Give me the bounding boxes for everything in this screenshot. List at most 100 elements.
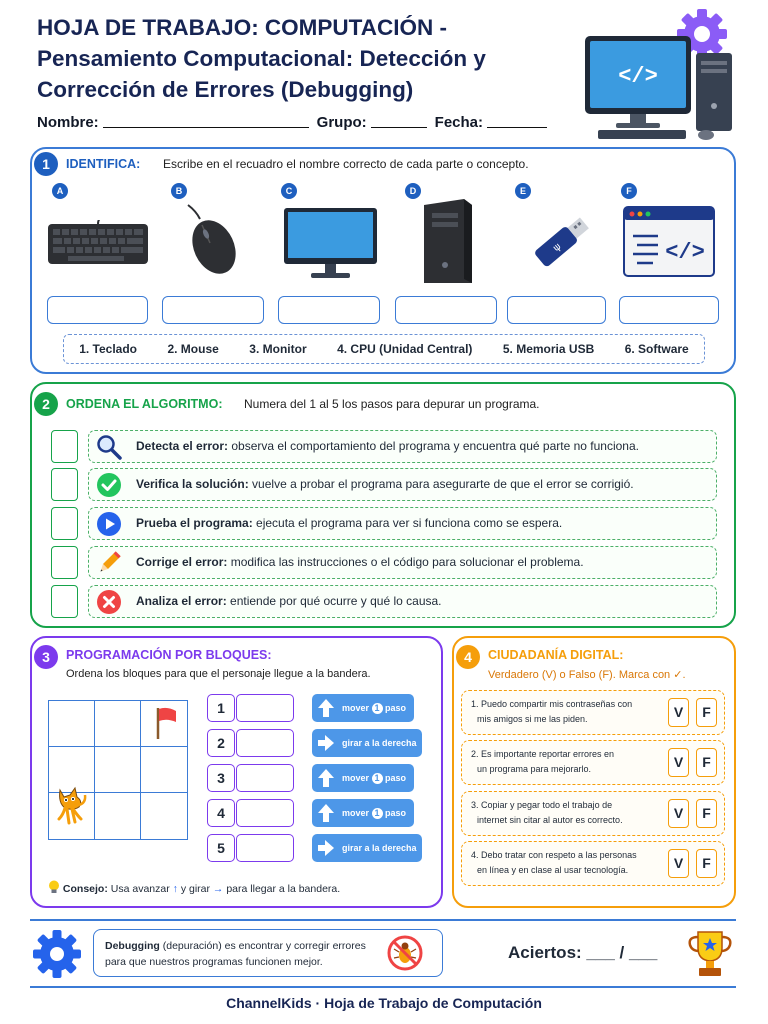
date-label: Fecha: (434, 114, 484, 131)
group-field[interactable] (370, 127, 427, 128)
student-info-row: Nombre:Grupo:Fecha: (37, 114, 567, 131)
step-order-box[interactable] (51, 585, 78, 618)
step-text: Prueba el programa: ejecuta el programa … (136, 508, 562, 539)
block-order-number: 3 (207, 764, 235, 792)
true-option[interactable]: V (668, 748, 689, 777)
arrow-right-icon: → (212, 883, 224, 895)
word-bank-item: 1. Teclado (79, 342, 138, 356)
step-text: Analiza el error: entiende por qué ocurr… (136, 586, 442, 617)
block-answer-slot[interactable] (236, 694, 294, 722)
section-2-instructions: Numera del 1 al 5 los pasos para depurar… (244, 397, 540, 411)
software-window-icon: </> (623, 206, 715, 277)
move-block[interactable]: mover 1 paso (312, 764, 414, 792)
turn-block[interactable]: girar a la derecha (312, 834, 422, 862)
cpu-tower-icon (424, 199, 472, 283)
answer-box-a[interactable] (47, 296, 148, 324)
step-description: vuelve a probar el programa para asegura… (248, 477, 634, 491)
word-bank-item: 5. Memoria USB (502, 342, 595, 356)
title-line-1: HOJA DE TRABAJO: COMPUTACIÓN - (37, 15, 447, 40)
step-order-box[interactable] (51, 507, 78, 540)
title-line-3: Corrección de Errores (Debugging) (37, 77, 414, 102)
step-title: Verifica la solución: (136, 477, 249, 491)
name-field[interactable] (102, 127, 309, 128)
section-identify (30, 147, 736, 374)
arrow-up-icon (318, 699, 334, 717)
flag-icon (156, 707, 176, 739)
section-3-heading: PROGRAMACIÓN POR BLOQUES: (66, 648, 272, 662)
step-title: Corrige el error: (136, 555, 228, 569)
section-1-number: 1 (34, 152, 58, 176)
step-row: Verifica la solución: vuelve a probar el… (88, 468, 717, 501)
section-algorithm (30, 382, 736, 628)
step-description: observa el comportamiento del programa y… (228, 439, 639, 453)
answer-box-e[interactable] (507, 296, 606, 324)
tip-label: Consejo: (62, 883, 108, 895)
play-circle-icon (97, 512, 121, 536)
turn-block-label: girar a la derecha (342, 843, 417, 853)
move-block[interactable]: mover 1 paso (312, 694, 414, 722)
title-line-2: Pensamiento Computacional: Detección y (37, 46, 486, 71)
step-order-box[interactable] (51, 468, 78, 501)
item-b-letter: B (171, 183, 187, 199)
block-order-number: 2 (207, 729, 235, 757)
true-option[interactable]: V (668, 799, 689, 828)
word-bank-item: 6. Software (624, 342, 689, 356)
cat-character-icon (57, 786, 87, 825)
magnifier-icon (97, 435, 122, 460)
answer-box-d[interactable] (395, 296, 497, 324)
group-label: Grupo: (316, 114, 367, 131)
lightbulb-icon (49, 880, 59, 893)
step-order-box[interactable] (51, 546, 78, 579)
grid-cell (95, 747, 141, 793)
page-title: HOJA DE TRABAJO: COMPUTACIÓN - Pensamien… (37, 12, 567, 105)
turn-block[interactable]: girar a la derecha (312, 729, 422, 757)
item-d-letter: D (405, 183, 421, 199)
block-answer-slot[interactable] (236, 729, 294, 757)
answer-box-c[interactable] (278, 296, 380, 324)
step-order-box[interactable] (51, 430, 78, 463)
footer-divider (30, 986, 736, 988)
arrow-right-icon (318, 735, 334, 751)
grid-cell (95, 793, 141, 840)
question-card: 4. Debo tratar con respeto a las persona… (461, 841, 725, 886)
true-option[interactable]: V (668, 698, 689, 727)
section-block-programming (30, 636, 443, 908)
answer-box-b[interactable] (162, 296, 264, 324)
grid-cell (141, 747, 188, 793)
usb-drive-icon: ψ (535, 217, 589, 267)
false-option[interactable]: F (696, 849, 717, 878)
date-field[interactable] (487, 127, 548, 128)
move-block[interactable]: mover 1 paso (312, 799, 414, 827)
question-text: 4. Debo tratar con respeto a las persona… (471, 850, 637, 875)
grid-cell (49, 701, 95, 747)
monitor-icon (284, 208, 377, 278)
word-bank-item: 3. Monitor (249, 342, 307, 356)
step-description: ejecuta el programa para ver si funciona… (252, 516, 563, 530)
false-option[interactable]: F (696, 799, 717, 828)
step-description: entiende por qué ocurre y qué lo causa. (226, 594, 442, 608)
block-answer-slot[interactable] (236, 799, 294, 827)
step-row: Prueba el programa: ejecuta el programa … (88, 507, 717, 540)
false-option[interactable]: F (696, 698, 717, 727)
trophy-icon (688, 931, 732, 976)
brand-footer: ChannelKids · Hoja de Trabajo de Computa… (226, 995, 542, 1011)
check-circle-icon (97, 473, 121, 497)
false-option[interactable]: F (696, 748, 717, 777)
definition-box: Debugging (depuración) es encontrar y co… (93, 929, 443, 977)
section-3-instructions: Ordena los bloques para que el personaje… (66, 668, 371, 680)
true-option[interactable]: V (668, 849, 689, 878)
move-block-label: mover 1 paso (342, 808, 407, 819)
section-1-heading: IDENTIFICA: (66, 157, 141, 171)
block-answer-slot[interactable] (236, 834, 294, 862)
svg-text:</>: </> (665, 240, 705, 265)
step-text: Corrige el error: modifica las instrucci… (136, 547, 584, 578)
block-answer-slot[interactable] (236, 764, 294, 792)
score-label: Aciertos: ___ / ___ (508, 943, 658, 962)
mouse-icon (187, 204, 236, 274)
answer-box-f[interactable] (619, 296, 719, 324)
definition-text: Debugging (depuración) es encontrar y co… (105, 940, 366, 968)
